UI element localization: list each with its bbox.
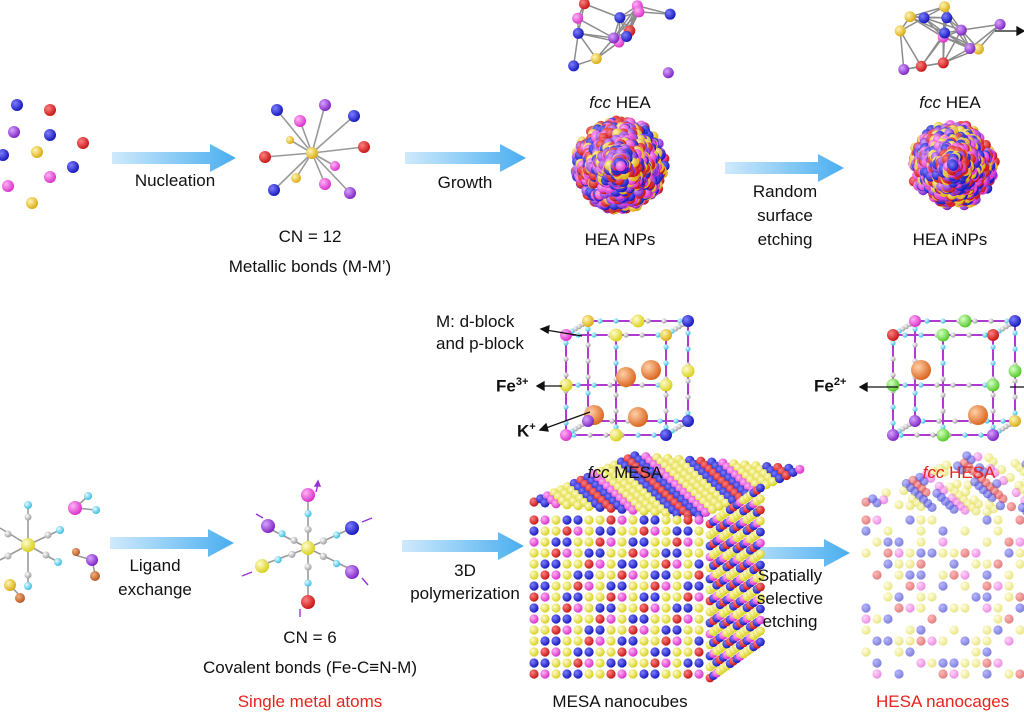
hea-nps-label: HEA NPs — [584, 230, 656, 249]
cn6-label: CN = 6 — [283, 628, 337, 647]
spatial-label-2: selective — [756, 589, 824, 608]
metallic-bonds-label: Metallic bonds (M-M’) — [228, 257, 392, 276]
random-etch-label-1: Random — [752, 182, 818, 201]
scattered-atoms — [0, 99, 89, 209]
poly-arrow — [402, 532, 524, 560]
fcc-hea-lattice-1 — [568, 0, 676, 79]
ligand-fragments-left — [0, 492, 100, 603]
single-metal-atoms-label: Single metal atoms — [237, 692, 383, 711]
fcc-mesa-label: fcc MESA — [587, 463, 663, 482]
poly-label-2: polymerization — [410, 584, 520, 603]
random-etch-arrow — [725, 154, 844, 182]
cn12-label: CN = 12 — [278, 227, 342, 246]
hea-inp-sphere — [908, 120, 1000, 211]
growth-arrow — [405, 144, 526, 172]
mesa-nanocube — [529, 451, 805, 683]
random-etch-label-2: surface — [757, 206, 813, 225]
spatial-label-1: Spatially — [757, 566, 823, 585]
k-label: K+ — [517, 421, 536, 441]
ligand-label-2: exchange — [118, 580, 192, 599]
spatial-label-3: etching — [762, 612, 818, 631]
fcc-hesa-label: fcc HESA — [922, 463, 996, 482]
cn12-cluster — [259, 99, 370, 199]
m-dblock-label-2: and p-block — [436, 334, 524, 353]
hesa-nanocages-label: HESA nanocages — [876, 692, 1010, 711]
hea-inps-label: HEA iNPs — [912, 230, 988, 249]
ligand-arrow — [110, 529, 234, 557]
spatial-arrow — [728, 539, 850, 567]
poly-label-1: 3D — [454, 561, 476, 580]
hea-np-sphere — [570, 115, 670, 215]
pointer-lines — [535, 25, 1024, 432]
hesa-nanocage — [861, 451, 1024, 679]
fcc-hea-label-2: fcc HEA — [919, 93, 981, 112]
ligand-label-1: Ligand — [129, 556, 181, 575]
nucleation-label: Nucleation — [134, 171, 216, 190]
covalent-bonds-label: Covalent bonds (Fe-C≡N-M) — [203, 658, 417, 677]
fcc-hea-lattice-2 — [894, 1, 1006, 75]
mesa-nanocubes-label: MESA nanocubes — [552, 692, 688, 711]
random-etch-label-3: etching — [757, 230, 813, 249]
fe3-label: Fe3+ — [496, 376, 529, 396]
fcc-hea-label-1: fcc HEA — [589, 93, 651, 112]
arrows — [110, 144, 850, 567]
growth-label: Growth — [437, 173, 493, 192]
m-dblock-label-1: M: d-block — [436, 312, 515, 331]
cn6-cluster — [241, 479, 373, 617]
fe2-label: Fe2+ — [814, 376, 847, 396]
nucleation-arrow — [112, 144, 236, 172]
hesa-unit-cell — [886, 314, 1022, 442]
mesa-unit-cell — [559, 314, 695, 442]
